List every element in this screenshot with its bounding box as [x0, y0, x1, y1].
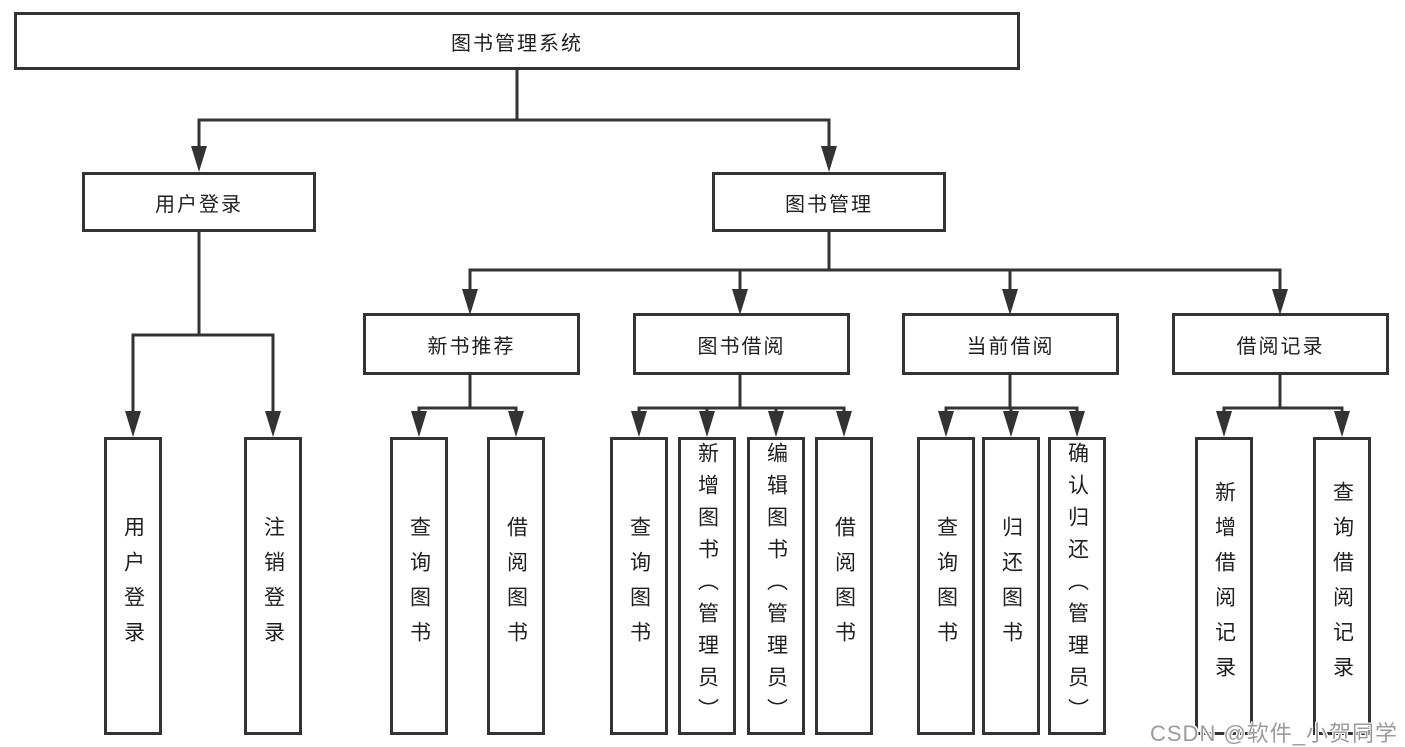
leaf-user-login-label: 用户登录 [121, 516, 145, 656]
leaf-edit-books-admin-label: 编辑图书（管理员） [764, 442, 788, 730]
leaf-borrow-books-borrowing-label: 借阅图书 [832, 516, 856, 656]
node-borrowing-records: 借阅记录 [1172, 313, 1389, 375]
node-library-system: 图书管理系统 [14, 12, 1020, 70]
node-book-borrowing: 图书借阅 [633, 313, 850, 375]
node-current-borrowing-label: 当前借阅 [966, 335, 1055, 358]
node-user-login: 用户登录 [82, 172, 316, 232]
leaf-borrow-books-recommend: 借阅图书 [487, 437, 545, 735]
leaf-query-borrow-record: 查询借阅记录 [1313, 437, 1371, 735]
leaf-user-login: 用户登录 [104, 437, 162, 735]
node-borrowing-records-label: 借阅记录 [1236, 335, 1325, 358]
leaf-query-books-current: 查询图书 [917, 437, 975, 735]
leaf-confirm-return-admin-label: 确认归还（管理员） [1065, 442, 1089, 730]
csdn-watermark: CSDN @软件_小贺同学 [1150, 721, 1399, 746]
leaf-logout-label: 注销登录 [261, 516, 285, 656]
node-current-borrowing: 当前借阅 [902, 313, 1119, 375]
node-library-system-label: 图书管理系统 [451, 32, 583, 55]
node-book-management-label: 图书管理 [785, 193, 873, 216]
leaf-query-books-borrowing: 查询图书 [610, 437, 668, 735]
leaf-query-books-recommend: 查询图书 [390, 437, 448, 735]
leaf-query-books-borrowing-label: 查询图书 [627, 516, 651, 656]
leaf-confirm-return-admin: 确认归还（管理员） [1048, 437, 1106, 735]
leaf-borrow-books-borrowing: 借阅图书 [815, 437, 873, 735]
tree-edges [131, 70, 1344, 417]
leaf-add-books-admin-label: 新增图书（管理员） [695, 442, 719, 730]
leaf-query-books-current-label: 查询图书 [934, 516, 958, 656]
leaf-add-books-admin: 新增图书（管理员） [678, 437, 736, 735]
node-user-login-label: 用户登录 [155, 193, 243, 216]
leaf-borrow-books-recommend-label: 借阅图书 [504, 516, 528, 656]
leaf-add-borrow-record-label: 新增借阅记录 [1212, 481, 1236, 691]
leaf-logout: 注销登录 [244, 437, 302, 735]
node-new-book-recommendation: 新书推荐 [363, 313, 580, 375]
leaf-edit-books-admin: 编辑图书（管理员） [747, 437, 805, 735]
leaf-query-books-recommend-label: 查询图书 [407, 516, 431, 656]
node-new-book-recommendation-label: 新书推荐 [427, 335, 516, 358]
arrowheads [125, 146, 1350, 437]
node-book-management: 图书管理 [712, 172, 946, 232]
leaf-add-borrow-record: 新增借阅记录 [1195, 437, 1253, 735]
leaf-return-books-label: 归还图书 [999, 516, 1023, 656]
node-book-borrowing-label: 图书借阅 [697, 335, 786, 358]
leaf-return-books: 归还图书 [982, 437, 1040, 735]
leaf-query-borrow-record-label: 查询借阅记录 [1330, 481, 1354, 691]
